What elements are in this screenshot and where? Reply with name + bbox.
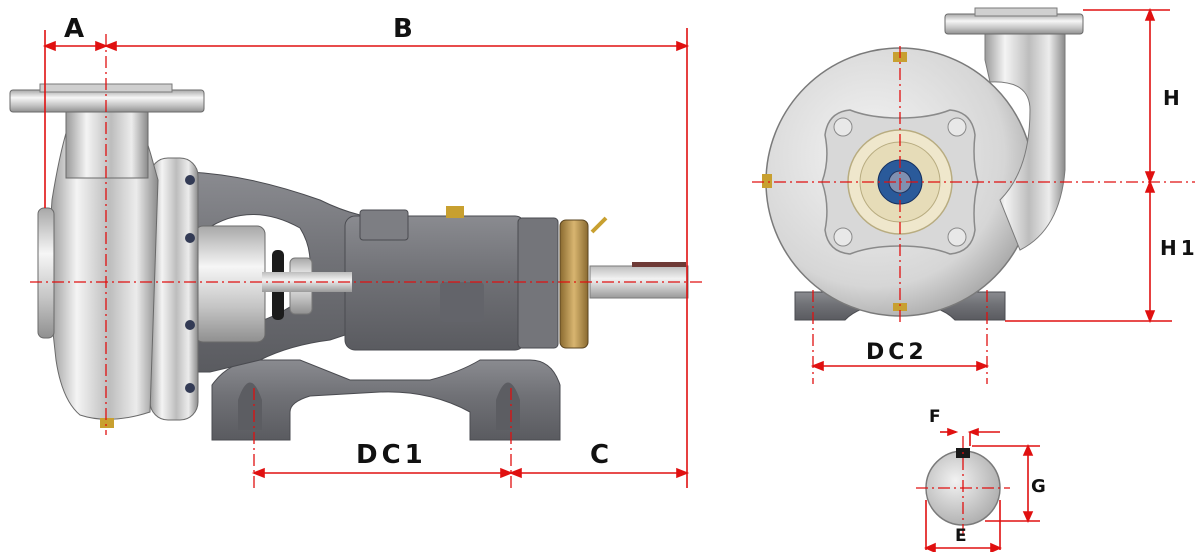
front-side-plug [762,174,772,188]
side-view-pump [9,83,689,441]
dim-c-arrow-left [508,467,522,479]
housing-top-pad [359,209,409,241]
dim-b-arrow-right [676,40,690,52]
label-dc1: DC1 [356,440,427,470]
front-discharge-elbow [984,29,1066,251]
base-foot-rib-left [238,382,262,430]
plate-hole-3 [833,227,853,247]
center-lines [30,34,1195,540]
dim-a-arrow-right [95,40,109,52]
label-c: C [590,440,614,470]
dim-h-arrow-bottom [1144,171,1156,185]
front-view-pump [762,7,1084,321]
dim-h1-arrow-bottom [1144,310,1156,324]
housing-end-flange [517,217,559,349]
dim-f-arrow-left [947,427,959,437]
plate-hole-4 [947,227,967,247]
dim-b-arrow-left [103,40,117,52]
shaft-key [632,262,686,267]
dim-dc2-arrow-right [976,360,990,372]
dim-c-arrow-right [676,467,690,479]
label-dc2: DC2 [866,340,928,365]
dim-dc2-arrow-left [810,360,824,372]
dim-g-arrow-bottom [1022,511,1034,523]
flange-bolt-2 [185,233,195,243]
discharge-flange [9,89,205,113]
suction-stub [37,207,55,339]
bearing-frame-base [211,359,561,441]
bearing-cover [559,219,589,349]
dim-h1-arrow-top [1144,179,1156,193]
dim-dc1-arrow-right [500,467,514,479]
dim-f-arrow-right [967,427,979,437]
flange-bolt-3 [185,320,195,330]
flange-bolt-4 [185,383,195,393]
dim-dc1-arrow-left [251,467,265,479]
label-h: H [1163,86,1184,110]
dim-h-arrow-top [1144,7,1156,21]
label-a: A [64,14,89,44]
plate-hole-1 [833,117,853,137]
label-h1: H1 [1160,236,1199,260]
inner-shaft [262,272,352,292]
oil-fill-cap [446,206,464,218]
front-bottom-plug [893,303,907,311]
plate-hole-2 [947,117,967,137]
label-b: B [393,14,417,44]
dim-a-arrow-left [42,40,56,52]
dim-g-arrow-top [1022,444,1034,456]
label-e: E [955,526,971,546]
discharge-neck [65,107,149,179]
label-f: F [929,407,945,427]
front-discharge-flange [944,13,1084,35]
housing-bottom-drain [440,282,484,322]
flange-bolt-1 [185,175,195,185]
seal-housing [194,225,266,343]
front-discharge-flange-lip [974,7,1058,17]
dim-e-arrow-left [924,542,936,552]
dimension-lines [42,7,1172,552]
grease-nipple [590,216,608,234]
drain-plug [100,418,114,428]
label-g: G [1031,476,1050,497]
base-foot-rib-right [496,382,520,430]
dim-e-arrow-right [990,542,1002,552]
